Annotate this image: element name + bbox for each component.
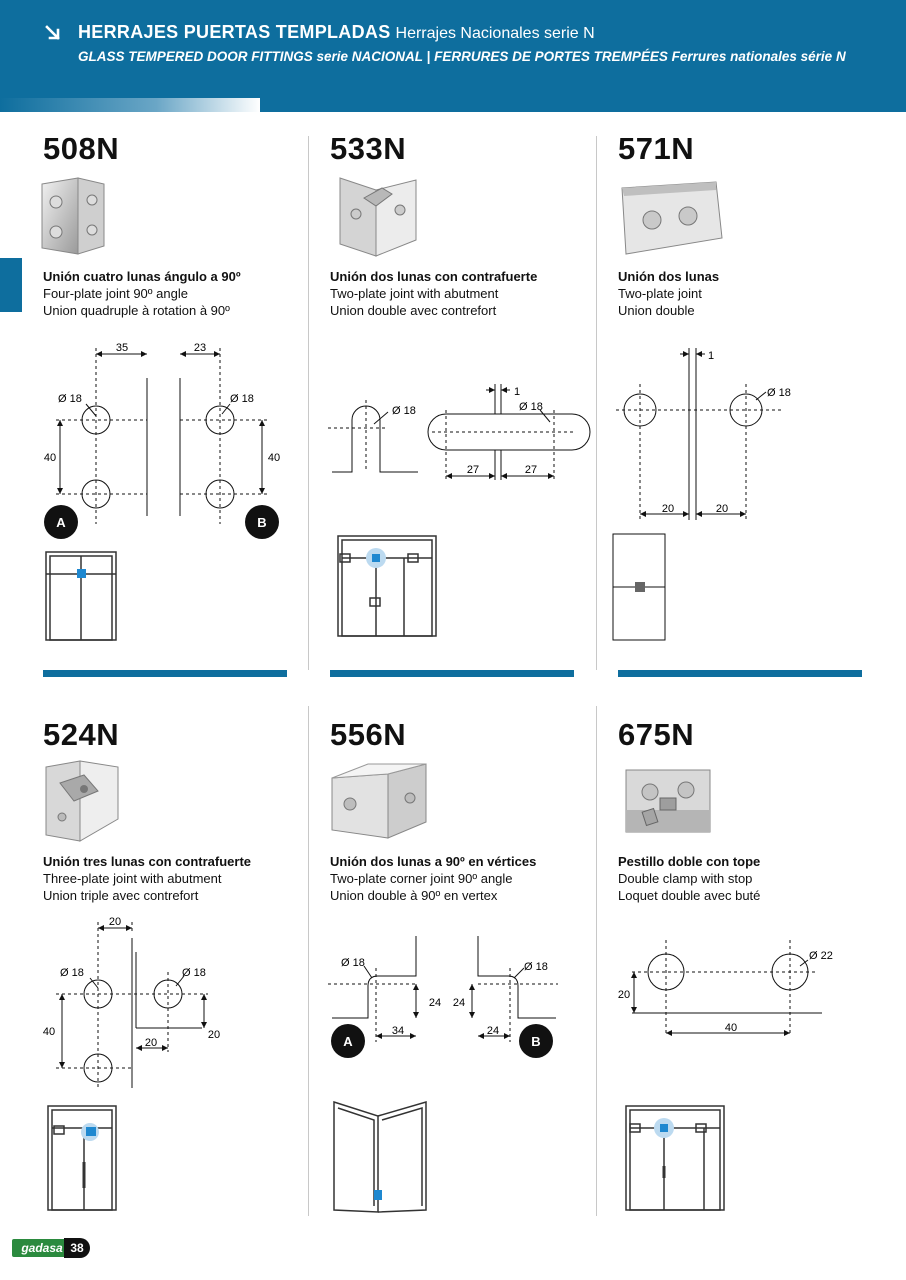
dim-label: 40: [44, 452, 56, 464]
installation-diagram-556n: [333, 1100, 427, 1213]
dim-label: 35: [116, 342, 128, 354]
dim-label: Ø 22: [809, 950, 833, 962]
product-photo-533n: [339, 177, 417, 257]
page-number: 38: [64, 1238, 90, 1258]
dimension-drawing-524n: 20 Ø 18 Ø 18 40 20 20: [43, 916, 220, 1090]
dim-label: Ø 18: [392, 405, 416, 417]
installation-diagram-524n: [47, 1105, 117, 1211]
dim-label: 40: [725, 1022, 737, 1034]
product-photo-675n: [625, 769, 711, 833]
dim-label: 34: [392, 1025, 404, 1037]
header-fade: [0, 98, 260, 112]
dim-label: 1: [514, 386, 520, 398]
product-code: 556N: [330, 717, 407, 752]
dim-label: 20: [145, 1037, 157, 1049]
product-photo-556n: [331, 763, 427, 839]
page-header: [0, 0, 906, 112]
dim-label: 40: [43, 1026, 55, 1038]
dim-label: 24: [429, 997, 441, 1009]
dim-label: 20: [662, 503, 674, 515]
dim-label: 24: [453, 997, 465, 1009]
dim-label: Ø 18: [230, 393, 254, 405]
dim-label: Ø 18: [519, 401, 543, 413]
dim-label: Ø 18: [341, 957, 365, 969]
dim-label: 20: [208, 1029, 220, 1041]
variant-badge: B: [257, 515, 266, 530]
dimension-drawing-675n: Ø 22 20 40: [618, 940, 833, 1036]
dim-label: 1: [708, 350, 714, 362]
dim-label: Ø 18: [182, 967, 206, 979]
dim-label: Ø 18: [767, 387, 791, 399]
installation-diagram-533n: [337, 535, 437, 637]
dim-label: 20: [618, 989, 630, 1001]
dim-label: 27: [525, 464, 537, 476]
variant-badge: B: [531, 1034, 540, 1049]
brand-logo: gadasa: [12, 1239, 72, 1257]
product-code: 571N: [618, 131, 695, 166]
dim-label: Ø 18: [60, 967, 84, 979]
section-tab: [0, 258, 22, 312]
installation-diagram-571n: [612, 533, 666, 641]
page-subtitle: GLASS TEMPERED DOOR FITTINGS serie NACIO…: [78, 49, 846, 64]
product-code: 533N: [330, 131, 407, 166]
variant-badge: A: [56, 515, 66, 530]
dim-label: Ø 18: [58, 393, 82, 405]
dim-label: 20: [109, 916, 121, 928]
variant-badge: A: [343, 1034, 353, 1049]
section-divider-bar: [330, 670, 574, 677]
dim-label: 23: [194, 342, 206, 354]
installation-diagram-508n: [45, 551, 117, 641]
arrow-down-right-icon: [45, 25, 60, 40]
dimension-drawing-556n: Ø 18 Ø 18 24 24 34 24 A B: [328, 936, 558, 1058]
product-photo-524n: [45, 760, 119, 842]
page-title: HERRAJES PUERTAS TEMPLADAS Herrajes Naci…: [78, 22, 595, 42]
product-photo-571n: [621, 181, 723, 255]
dim-label: 27: [467, 464, 479, 476]
column-divider: [596, 706, 597, 1216]
installation-diagram-675n: [625, 1105, 725, 1211]
section-divider-bar: [43, 670, 287, 677]
column-divider: [308, 706, 309, 1216]
product-photo-508n: [41, 177, 105, 255]
dim-label: 40: [268, 452, 280, 464]
dimension-drawing-571n: 1 Ø 18 20 20: [616, 348, 791, 520]
dimension-drawing-533n: Ø 18 Ø 18 1 27 27: [328, 384, 591, 480]
product-code: 508N: [43, 131, 120, 166]
column-divider: [596, 136, 597, 670]
dim-label: Ø 18: [524, 961, 548, 973]
dim-label: 20: [716, 503, 728, 515]
dim-label: 24: [487, 1025, 499, 1037]
product-code: 524N: [43, 717, 120, 752]
section-divider-bar: [618, 670, 862, 677]
dimension-drawing-508n: 35 23 Ø 18 Ø 18 40 40 A B: [44, 342, 280, 539]
product-code: 675N: [618, 717, 695, 752]
column-divider: [308, 136, 309, 670]
